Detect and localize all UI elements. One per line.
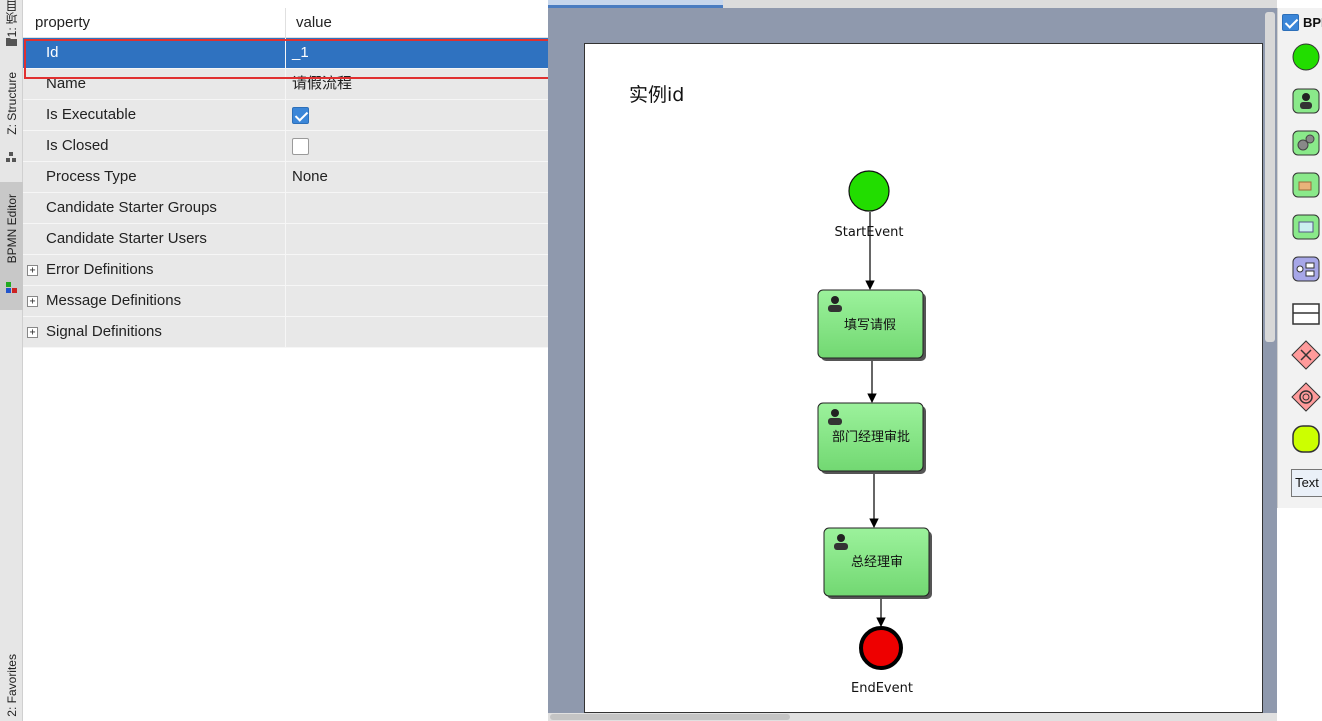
script-task-icon[interactable] <box>1291 212 1321 242</box>
user-icon <box>828 296 842 312</box>
bpmn-canvas-area: 实例id StartEvent <box>548 0 1277 721</box>
tab-bpmn-editor-label: BPMN Editor <box>4 194 19 264</box>
start-event-label: StartEvent <box>835 225 904 240</box>
property-row-id[interactable]: Id _1 <box>23 38 548 69</box>
palette-checkbox[interactable] <box>1282 14 1299 31</box>
end-event-label: EndEvent <box>851 681 913 696</box>
horizontal-scrollbar[interactable] <box>548 713 1277 721</box>
expand-plus-icon[interactable]: + <box>27 296 38 307</box>
tab-project[interactable]: 1: 项目 <box>0 0 23 56</box>
task-label: 总经理审 <box>851 555 903 570</box>
property-value-id[interactable]: _1 <box>292 44 309 61</box>
property-row-candidate-starter-groups[interactable]: Candidate Starter Groups <box>23 193 548 224</box>
manual-task-icon[interactable] <box>1291 170 1321 200</box>
event-gateway-icon[interactable] <box>1291 382 1321 412</box>
property-row-is-executable[interactable]: Is Executable <box>23 100 548 131</box>
property-value-process-type[interactable]: None <box>292 168 328 185</box>
tab-structure-label: Z: Structure <box>4 72 19 135</box>
user-task-icon[interactable] <box>1291 86 1321 116</box>
tab-favorites[interactable]: 2: Favorites <box>0 650 23 721</box>
palette-toggle[interactable]: BPMN <box>1282 14 1322 31</box>
is-closed-checkbox[interactable] <box>292 137 309 155</box>
property-row-error-definitions[interactable]: + Error Definitions <box>23 255 548 286</box>
exclusive-gateway-icon[interactable] <box>1291 340 1321 370</box>
structure-icon <box>6 152 16 162</box>
property-row-message-definitions[interactable]: + Message Definitions <box>23 286 548 317</box>
left-tool-strip: 1: 项目 Z: Structure BPMN Editor 2: Favori… <box>0 0 23 721</box>
start-event-icon[interactable] <box>1291 42 1321 72</box>
property-name: Id <box>23 38 286 68</box>
property-name-text: Message Definitions <box>46 292 182 309</box>
property-name: Candidate Starter Groups <box>23 193 286 223</box>
property-name: + Message Definitions <box>23 286 286 316</box>
property-row-process-type[interactable]: Process Type None <box>23 162 548 193</box>
user-icon <box>834 534 848 550</box>
bpmn-palette: BPMN Text <box>1277 8 1322 508</box>
property-name-text: Signal Definitions <box>46 323 162 340</box>
property-name: Candidate Starter Users <box>23 224 286 254</box>
start-event[interactable]: StartEvent <box>835 170 904 240</box>
property-row-name[interactable]: Name 请假流程 <box>23 69 548 100</box>
property-value-candidate-starter-groups[interactable] <box>286 193 548 223</box>
service-task-icon[interactable] <box>1291 128 1321 158</box>
tab-bpmn-editor[interactable]: BPMN Editor <box>0 182 23 310</box>
tab-structure[interactable]: Z: Structure <box>0 72 23 168</box>
property-row-candidate-starter-users[interactable]: Candidate Starter Users <box>23 224 548 255</box>
property-name-text: Error Definitions <box>46 261 154 278</box>
property-row-signal-definitions[interactable]: + Signal Definitions <box>23 317 548 348</box>
end-event[interactable]: EndEvent <box>851 626 913 696</box>
user-task-fill-leave[interactable]: 填写请假 <box>817 289 926 361</box>
folder-icon <box>6 38 17 46</box>
editor-tab-active[interactable] <box>548 0 723 8</box>
diagram-annotation: 实例id <box>629 84 684 106</box>
property-value-name[interactable]: 请假流程 <box>292 75 353 92</box>
expand-plus-icon[interactable]: + <box>27 327 38 338</box>
property-name: Process Type <box>23 162 286 192</box>
property-name: Is Closed <box>23 131 286 161</box>
property-name: Name <box>23 69 286 99</box>
intermediate-event-icon[interactable] <box>1291 424 1321 454</box>
task-label: 填写请假 <box>844 318 896 333</box>
pool-icon[interactable] <box>1291 298 1321 328</box>
diagram-svg: 实例id StartEvent <box>629 84 932 696</box>
task-label: 部门经理审批 <box>832 430 910 445</box>
text-annotation-icon[interactable]: Text <box>1291 469 1322 497</box>
property-name: + Signal Definitions <box>23 317 286 347</box>
tab-project-label: 1: 项目 <box>5 0 19 38</box>
property-value-candidate-starter-users[interactable] <box>286 224 548 254</box>
expand-plus-icon[interactable]: + <box>27 265 38 276</box>
editor-tab-bar <box>548 0 1277 8</box>
subprocess-icon[interactable] <box>1291 254 1321 284</box>
vertical-scrollbar[interactable] <box>1265 12 1275 342</box>
value-column-header: value <box>296 14 332 31</box>
property-name: Is Executable <box>23 100 286 130</box>
palette-label: BPMN <box>1303 15 1322 30</box>
user-task-dept-manager-approval[interactable]: 部门经理审批 <box>817 402 926 474</box>
property-value-signal-definitions <box>286 317 548 347</box>
bpmn-diagram[interactable]: 实例id StartEvent <box>584 43 1263 713</box>
property-value-error-definitions <box>286 255 548 285</box>
horizontal-scrollbar-thumb[interactable] <box>550 714 790 720</box>
property-name: + Error Definitions <box>23 255 286 285</box>
property-row-is-closed[interactable]: Is Closed <box>23 131 548 162</box>
property-value-message-definitions <box>286 286 548 316</box>
bpmn-icon <box>6 282 17 293</box>
user-task-general-manager-approval[interactable]: 总经理审 <box>823 527 932 599</box>
tab-favorites-label: 2: Favorites <box>4 654 19 717</box>
property-column-header: property <box>23 8 286 37</box>
properties-panel: property value Id _1 Name 请假流程 Is Execut… <box>23 8 548 721</box>
properties-header: property value <box>23 8 548 38</box>
user-icon <box>828 409 842 425</box>
is-executable-checkbox[interactable] <box>292 106 309 124</box>
